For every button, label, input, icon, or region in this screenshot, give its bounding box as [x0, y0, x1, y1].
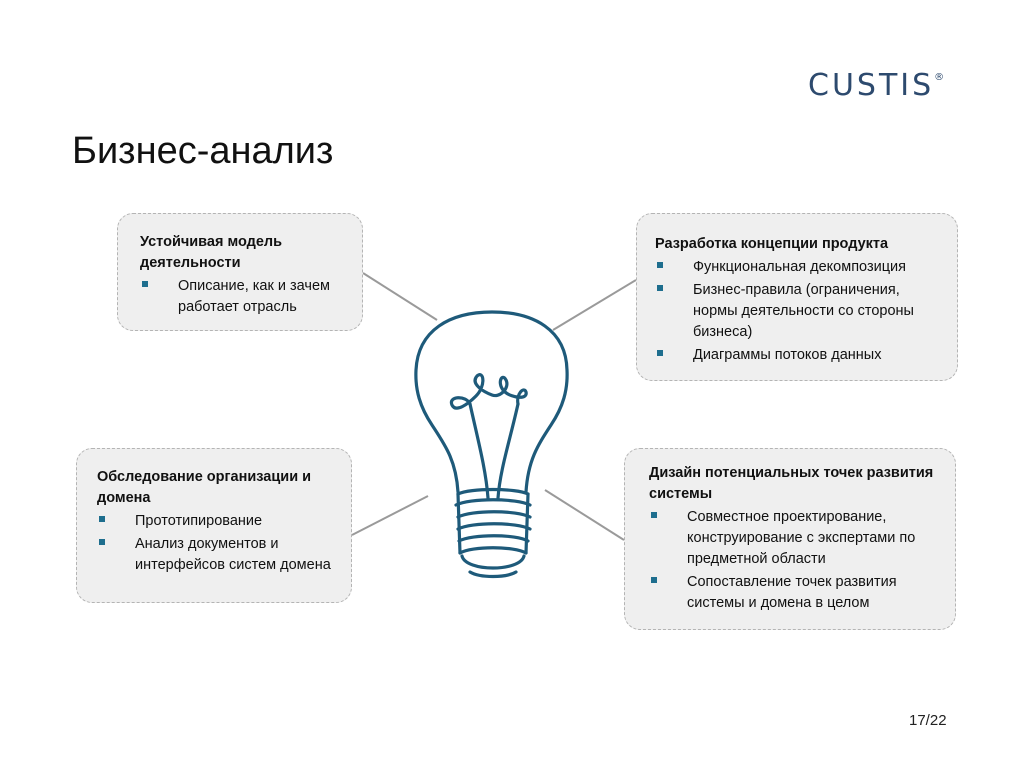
list-item-text: Прототипирование [135, 513, 263, 529]
list-item: Функциональная декомпозиция [655, 257, 945, 278]
list-item: Описание, как и зачем работает отрасль [140, 276, 350, 318]
list-item: Сопоставление точек развития системы и д… [649, 572, 943, 614]
bullet-square-icon [99, 539, 105, 545]
list-item-text: Диаграммы потоков данных [693, 347, 882, 363]
bullet-square-icon [657, 350, 663, 356]
bullet-square-icon [657, 262, 663, 268]
card-title: Обследование организации и домена [97, 469, 312, 506]
connector-line [351, 495, 429, 536]
card-sustainable-model: Устойчивая модель деятельности Описание,… [117, 213, 363, 331]
bullet-square-icon [657, 285, 663, 291]
custis-logo: CUSTIS® [808, 68, 944, 103]
list-item-text: Сопоставление точек развития системы и д… [687, 574, 897, 611]
list-item-text: Функциональная декомпозиция [693, 259, 906, 275]
card-organization-survey: Обследование организации и домена Протот… [76, 448, 352, 603]
bullet-square-icon [142, 281, 148, 287]
bullet-square-icon [651, 512, 657, 518]
bullet-square-icon [651, 577, 657, 583]
list-item-text: Бизнес-правила (ограничения, нормы деяте… [693, 282, 914, 340]
list-item: Бизнес-правила (ограничения, нормы деяте… [655, 280, 945, 343]
connector-line [362, 272, 438, 321]
bullet-list: Функциональная декомпозиция Бизнес-прави… [655, 257, 945, 366]
list-item-text: Описание, как и зачем работает отрасль [178, 278, 330, 315]
list-item: Диаграммы потоков данных [655, 345, 945, 366]
card-product-concept: Разработка концепции продукта Функционал… [636, 213, 958, 381]
connector-line [544, 489, 625, 541]
list-item-text: Анализ документов и интерфейсов систем д… [135, 536, 331, 573]
bullet-list: Прототипирование Анализ документов и инт… [97, 511, 339, 576]
list-item-text: Совместное проектирование, конструирован… [687, 509, 916, 567]
page-title: Бизнес-анализ [72, 130, 334, 172]
card-title: Дизайн потенциальных точек развития сист… [649, 465, 934, 502]
logo-text: CUSTIS [808, 68, 935, 103]
list-item: Прототипирование [97, 511, 339, 532]
registered-mark: ® [934, 72, 945, 83]
list-item: Анализ документов и интерфейсов систем д… [97, 534, 339, 576]
connector-line [552, 279, 637, 331]
bullet-list: Совместное проектирование, конструирован… [649, 507, 943, 614]
page-number: 17/22 [909, 712, 947, 729]
bullet-list: Описание, как и зачем работает отрасль [140, 276, 350, 318]
card-title: Устойчивая модель деятельности [140, 234, 283, 271]
bullet-square-icon [99, 516, 105, 522]
list-item: Совместное проектирование, конструирован… [649, 507, 943, 570]
card-system-development-points: Дизайн потенциальных точек развития сист… [624, 448, 956, 630]
card-title: Разработка концепции продукта [655, 236, 889, 252]
